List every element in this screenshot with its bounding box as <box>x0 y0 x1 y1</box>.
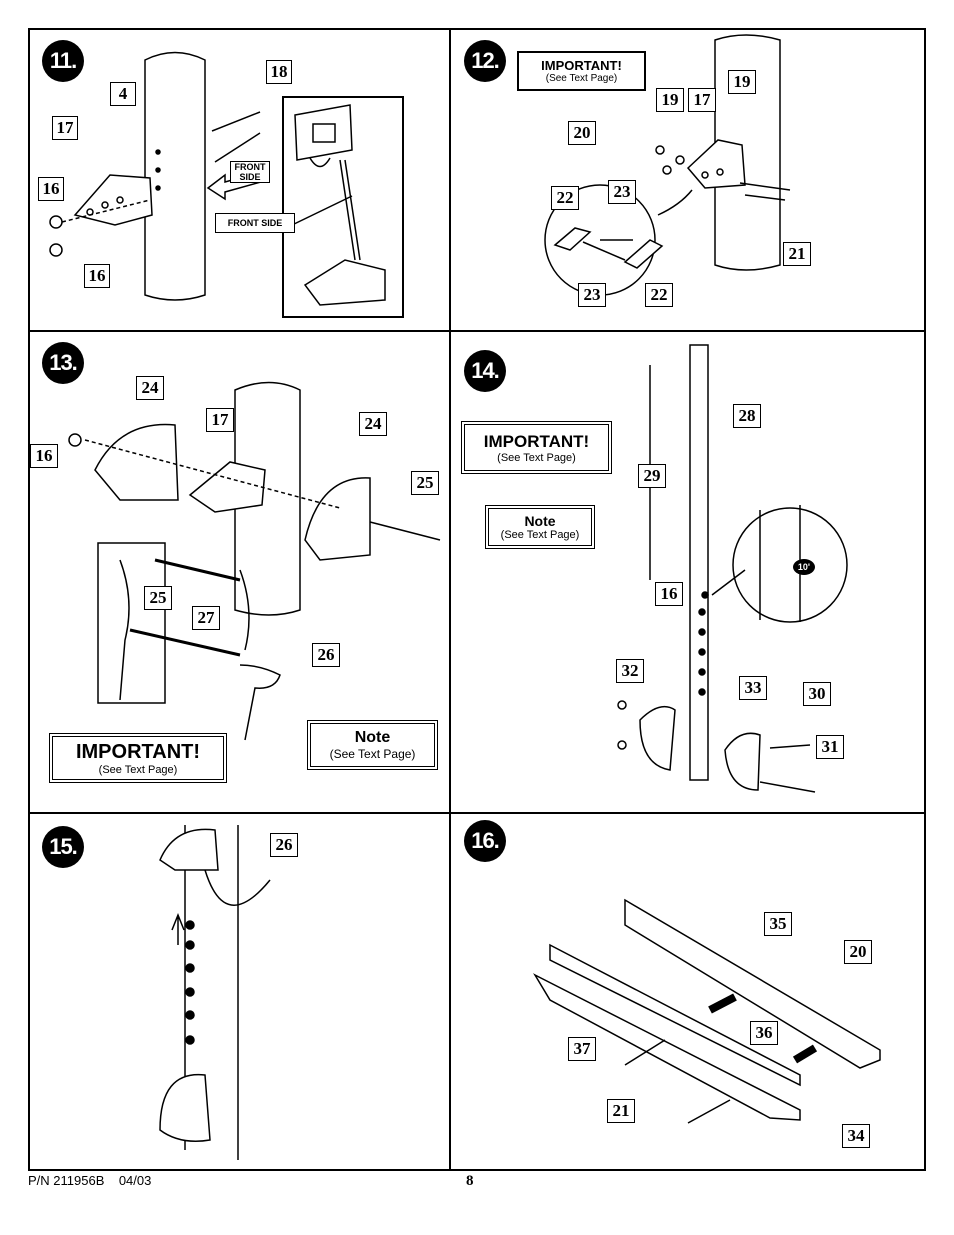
height-marker-badge: 10' <box>793 559 815 575</box>
note-title: Note <box>354 729 391 746</box>
part-callout: 27 <box>192 606 220 630</box>
important-box: IMPORTANT! (See Text Page) <box>461 421 612 474</box>
note-box: Note (See Text Page) <box>307 720 438 770</box>
step-12-badge: 12. <box>464 40 506 82</box>
part-callout: 17 <box>206 408 234 432</box>
part-callout: 32 <box>616 659 644 683</box>
part-callout: 4 <box>110 82 136 106</box>
part-callout: 21 <box>783 242 811 266</box>
part-callout: 29 <box>638 464 666 488</box>
part-callout: 16 <box>655 582 683 606</box>
page-number: 8 <box>466 1173 474 1189</box>
important-subtitle: (See Text Page) <box>98 763 178 776</box>
part-callout: 20 <box>844 940 872 964</box>
part-callout: 23 <box>608 180 636 204</box>
row-divider-2 <box>28 812 926 814</box>
part-callout: 19 <box>728 70 756 94</box>
step-15-badge: 15. <box>42 826 84 868</box>
revision-date: 04/03 <box>118 1173 152 1188</box>
part-callout: 19 <box>656 88 684 112</box>
step-13-badge: 13. <box>42 342 84 384</box>
part-callout: 30 <box>803 682 831 706</box>
note-subtitle: (See Text Page) <box>500 529 580 541</box>
part-callout: 17 <box>688 88 716 112</box>
step-14-badge: 14. <box>464 350 506 392</box>
part-callout: 31 <box>816 735 844 759</box>
footer-part-number: P/N 211956B 04/03 <box>28 1173 151 1188</box>
column-divider <box>449 28 451 1171</box>
part-callout: 16 <box>84 264 110 288</box>
front-side-arrow-label: FRONT SIDE <box>230 161 270 183</box>
note-box: Note (See Text Page) <box>485 505 595 549</box>
step-16-badge: 16. <box>464 820 506 862</box>
part-callout: 24 <box>359 412 387 436</box>
note-subtitle: (See Text Page) <box>329 747 416 761</box>
part-callout: 37 <box>568 1037 596 1061</box>
part-callout: 28 <box>733 404 761 428</box>
part-callout: 33 <box>739 676 767 700</box>
part-number: P/N 211956B <box>28 1173 105 1188</box>
important-title: IMPORTANT! <box>483 431 590 451</box>
part-callout: 16 <box>38 177 64 201</box>
important-title: IMPORTANT! <box>541 58 622 73</box>
step-11-badge: 11. <box>42 40 84 82</box>
important-subtitle: (See Text Page) <box>497 451 576 464</box>
page-frame <box>28 28 926 1171</box>
part-callout: 22 <box>551 186 579 210</box>
important-box: IMPORTANT! (See Text Page) <box>49 733 227 783</box>
part-callout: 16 <box>30 444 58 468</box>
part-callout: 21 <box>607 1099 635 1123</box>
part-callout: 20 <box>568 121 596 145</box>
part-callout: 22 <box>645 283 673 307</box>
part-callout: 26 <box>312 643 340 667</box>
part-callout: 35 <box>764 912 792 936</box>
front-side-label: FRONT SIDE <box>215 213 295 233</box>
row-divider-1 <box>28 330 926 332</box>
part-callout: 24 <box>136 376 164 400</box>
part-callout: 26 <box>270 833 298 857</box>
important-box: IMPORTANT! (See Text Page) <box>517 51 646 91</box>
part-callout: 25 <box>144 586 172 610</box>
important-title: IMPORTANT! <box>75 740 201 763</box>
part-callout: 36 <box>750 1021 778 1045</box>
part-callout: 17 <box>52 116 78 140</box>
part-callout: 23 <box>578 283 606 307</box>
note-title: Note <box>524 513 556 529</box>
important-subtitle: (See Text Page) <box>545 73 618 84</box>
part-callout: 18 <box>266 60 292 84</box>
part-callout: 34 <box>842 1124 870 1148</box>
part-callout: 25 <box>411 471 439 495</box>
